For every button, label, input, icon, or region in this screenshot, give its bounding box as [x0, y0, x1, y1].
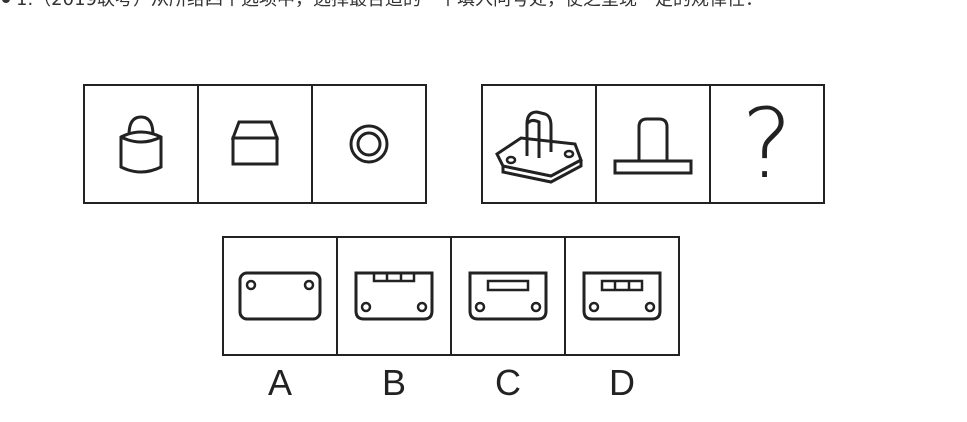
- group2-cell-3: ?: [711, 86, 823, 202]
- block-on-base-plate-icon: [495, 110, 583, 184]
- group1-cell-2: [199, 86, 313, 202]
- plate-slot-three-segments-icon: [354, 271, 434, 321]
- option-labels: A B C D: [223, 362, 681, 404]
- group2-cell-1: [483, 86, 597, 202]
- option-a[interactable]: [224, 238, 338, 354]
- ring-icon: [349, 124, 389, 164]
- option-d[interactable]: [566, 238, 678, 354]
- option-label-c[interactable]: C: [495, 362, 521, 403]
- plate-slot-two-segments-icon: [582, 271, 662, 321]
- group2-cell-2: [597, 86, 711, 202]
- option-b[interactable]: [338, 238, 452, 354]
- group1-cell-3: [313, 86, 425, 202]
- option-label-b[interactable]: B: [381, 362, 406, 403]
- group1-strip: [83, 84, 427, 204]
- cylinder-with-dome-icon: [119, 115, 163, 174]
- question-mark: ?: [741, 88, 793, 200]
- trapezoid-block-icon: [230, 120, 280, 166]
- question-text: 1.（2019联考）从所给四个选项中，选择最合适的一个填入问号处，使之呈现一定的…: [0, 0, 967, 12]
- option-label-d[interactable]: D: [609, 362, 635, 403]
- group2-strip: ?: [481, 84, 825, 204]
- group1-cell-1: [85, 86, 199, 202]
- bullet-icon: [2, 0, 10, 3]
- option-label-a[interactable]: A: [267, 362, 292, 403]
- block-on-base-front-view-icon: [613, 117, 693, 175]
- plate-two-holes-top-icon: [238, 271, 322, 321]
- options-strip: [222, 236, 680, 356]
- plate-slot-single-icon: [468, 271, 548, 321]
- option-c[interactable]: [452, 238, 566, 354]
